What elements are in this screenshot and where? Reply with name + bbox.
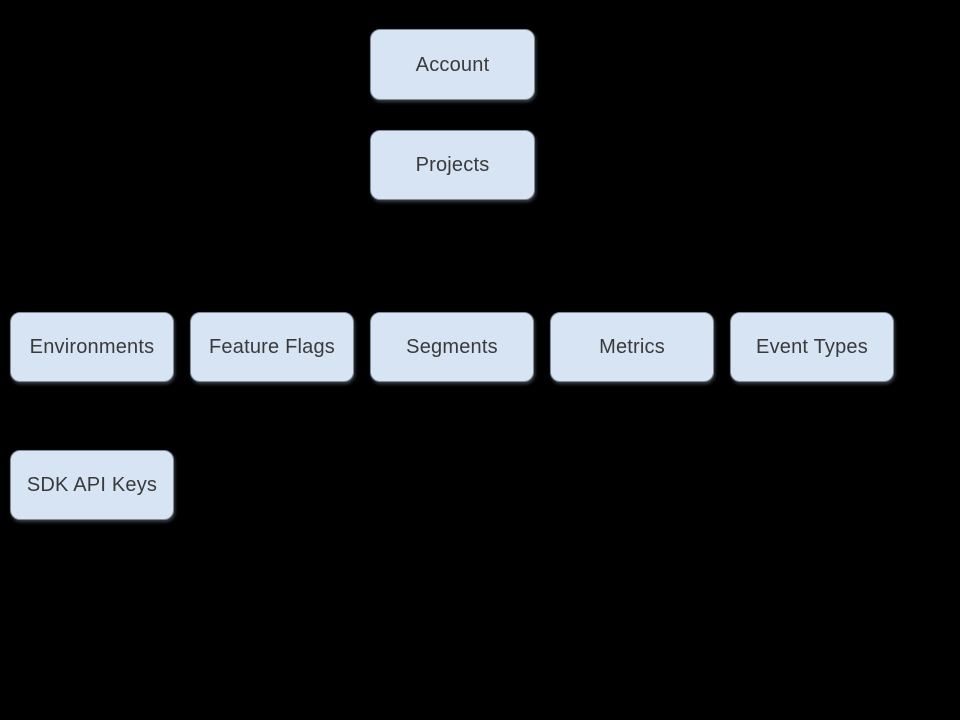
node-feature-flags-label: Feature Flags xyxy=(209,336,335,358)
node-event-types: Event Types xyxy=(730,312,894,382)
node-account: Account xyxy=(370,29,535,100)
node-segments: Segments xyxy=(370,312,534,382)
node-sdk-api-keys: SDK API Keys xyxy=(10,450,174,520)
node-environments-label: Environments xyxy=(29,336,155,358)
node-metrics: Metrics xyxy=(550,312,714,382)
node-account-label: Account xyxy=(415,53,490,76)
node-environments: Environments xyxy=(10,312,174,382)
node-event-types-label: Event Types xyxy=(756,336,868,358)
node-sdk-api-keys-label: SDK API Keys xyxy=(26,474,158,496)
node-projects: Projects xyxy=(370,130,535,200)
node-projects-label: Projects xyxy=(415,154,490,176)
node-feature-flags: Feature Flags xyxy=(190,312,354,382)
node-segments-label: Segments xyxy=(406,336,498,358)
node-metrics-label: Metrics xyxy=(599,336,665,358)
